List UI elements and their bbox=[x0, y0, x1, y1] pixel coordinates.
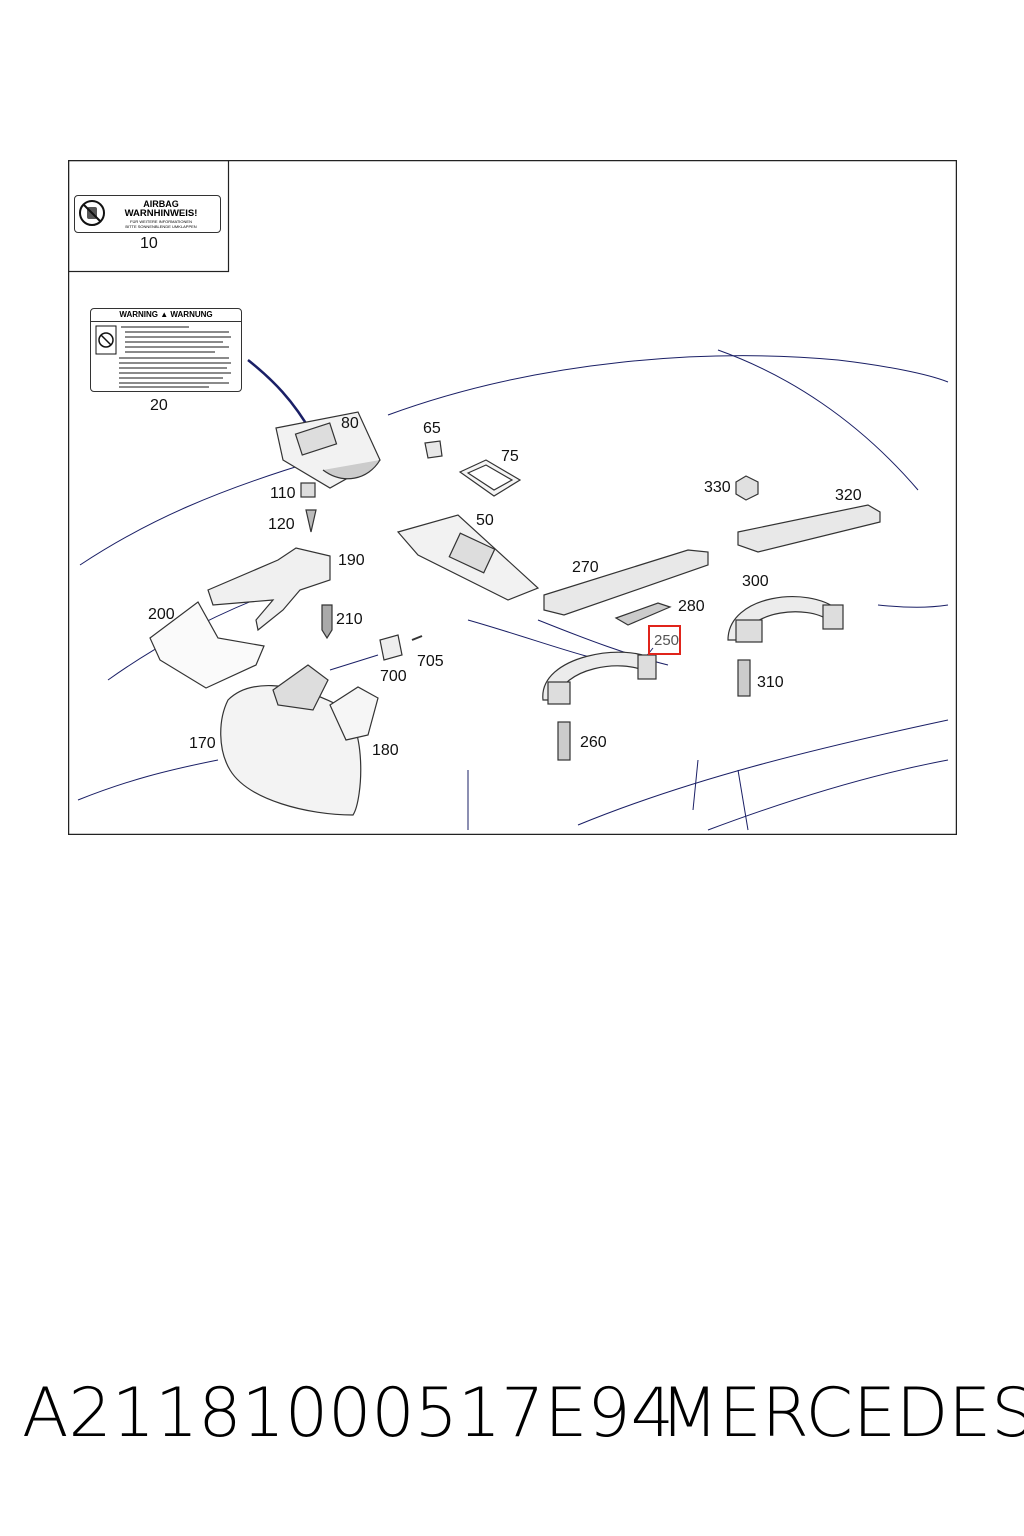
airbag-warning-sign: AIRBAG WARNHINWEIS! FÜR WEITERE INFORMAT… bbox=[74, 195, 221, 233]
callout-170: 170 bbox=[189, 735, 216, 752]
warning-fine-print bbox=[119, 326, 231, 388]
callout-260: 260 bbox=[580, 734, 607, 751]
warning-label: WARNING ▲ WARNUNG bbox=[90, 308, 242, 392]
part-280-cover bbox=[614, 602, 672, 626]
footer: A21181000517E94 MERCEDES bbox=[0, 1380, 1024, 1480]
callout-330: 330 bbox=[704, 479, 731, 496]
callout-80: 80 bbox=[341, 415, 359, 432]
part-210-screw bbox=[321, 604, 333, 640]
part-705-screw bbox=[411, 635, 423, 641]
leader-line-700 bbox=[329, 654, 379, 671]
part-190-bracket bbox=[207, 547, 331, 632]
warning-header-right: WARNUNG bbox=[170, 310, 213, 319]
callout-250-highlight[interactable]: 250 bbox=[648, 625, 681, 655]
callout-120: 120 bbox=[268, 516, 295, 533]
callout-10: 10 bbox=[140, 235, 158, 252]
warning-header-left: WARNING bbox=[119, 310, 159, 319]
airbag-sign-small-2: BITTE SONNENBLENDE UMKLAPPEN bbox=[125, 224, 197, 229]
part-110-nut bbox=[300, 482, 316, 498]
callout-75: 75 bbox=[501, 448, 519, 465]
part-200-cover bbox=[149, 601, 265, 689]
parts-diagram: AIRBAG WARNHINWEIS! FÜR WEITERE INFORMAT… bbox=[68, 160, 957, 835]
part-120-screw bbox=[305, 509, 317, 533]
callout-300: 300 bbox=[742, 573, 769, 590]
callout-705: 705 bbox=[417, 653, 444, 670]
part-330-nut bbox=[735, 475, 759, 501]
part-170-mount bbox=[272, 664, 329, 711]
callout-180: 180 bbox=[372, 742, 399, 759]
part-number: A21181000517E94 bbox=[22, 1374, 674, 1453]
parts-artwork bbox=[149, 411, 881, 816]
warning-triangle-icon: ▲ bbox=[160, 310, 171, 319]
part-260-bolt bbox=[557, 721, 571, 761]
callout-200: 200 bbox=[148, 606, 175, 623]
no-child-seat-icon bbox=[79, 200, 105, 226]
callout-20: 20 bbox=[150, 397, 168, 414]
part-65-clip bbox=[424, 440, 443, 459]
warning-label-header: WARNING ▲ WARNUNG bbox=[91, 309, 241, 322]
callout-270: 270 bbox=[572, 559, 599, 576]
brand-name: MERCEDES bbox=[660, 1374, 1024, 1453]
airbag-sign-small-1: FÜR WEITERE INFORMATIONEN bbox=[130, 219, 192, 224]
callout-190: 190 bbox=[338, 552, 365, 569]
callout-65: 65 bbox=[423, 420, 441, 437]
callout-320: 320 bbox=[835, 487, 862, 504]
no-child-seat-icon bbox=[95, 325, 117, 355]
callout-50: 50 bbox=[476, 512, 494, 529]
callout-280: 280 bbox=[678, 598, 705, 615]
part-310-bolt bbox=[737, 659, 751, 697]
callout-310: 310 bbox=[757, 674, 784, 691]
callout-210: 210 bbox=[336, 611, 363, 628]
part-270-bracket bbox=[543, 549, 709, 616]
part-700-clip bbox=[379, 634, 403, 661]
part-180-bracket bbox=[329, 686, 379, 741]
airbag-sign-title-2: WARNHINWEIS! bbox=[124, 208, 198, 219]
airbag-sign-title-1: AIRBAG bbox=[143, 199, 179, 209]
part-320-bracket bbox=[737, 504, 881, 553]
callout-250: 250 bbox=[654, 632, 680, 649]
roof-contour-lines bbox=[77, 349, 949, 831]
callout-700: 700 bbox=[380, 668, 407, 685]
callout-110: 110 bbox=[270, 485, 296, 502]
inset-box bbox=[68, 160, 230, 273]
